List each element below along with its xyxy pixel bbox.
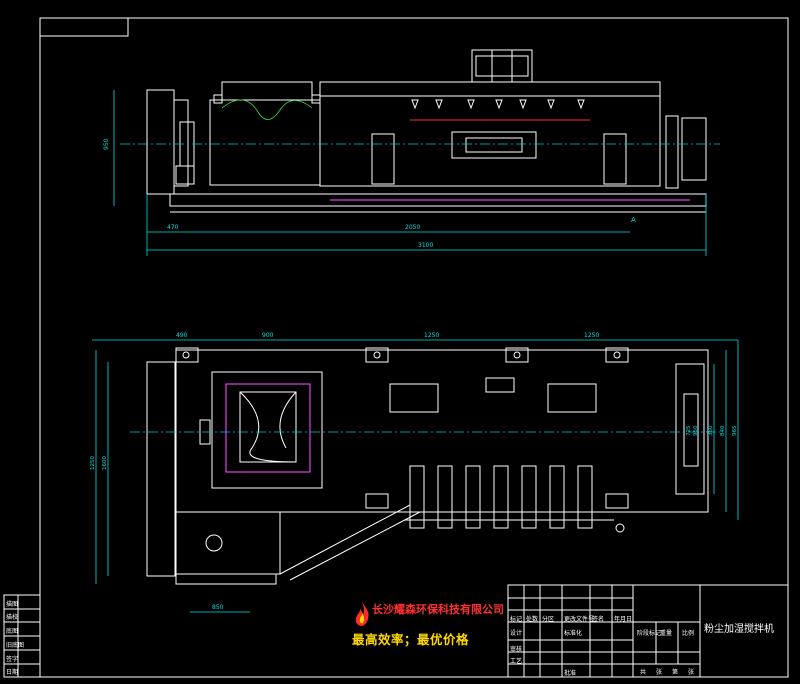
tb-scale: 比例 [682, 630, 695, 637]
left-col-old-base: 旧底图 [6, 642, 25, 649]
left-col-date: 日期 [6, 669, 19, 676]
dim-right-5: 965 [732, 425, 738, 436]
tb-approve: 批准 [564, 670, 577, 677]
tb-col-zone: 分区 [542, 616, 555, 623]
tb-col-count: 处数 [526, 616, 539, 623]
dim-left-2: 1600 [102, 456, 108, 470]
tb-weight: 重量 [660, 630, 673, 637]
dim-bottom-1: 850 [212, 604, 224, 611]
tb-row-process: 工艺 [510, 658, 523, 665]
dim-left-1: 1250 [90, 456, 96, 470]
drawing-title: 粉尘加湿搅拌机 [704, 624, 774, 635]
section-marker: A [631, 216, 636, 224]
left-col-trace: 描图 [6, 601, 19, 608]
dim-right-1: 725 [686, 425, 692, 436]
dim-overall-length: 3100 [418, 242, 433, 249]
tb-sheet-unit-2: 张 [688, 669, 695, 676]
left-col-sign: 签字 [6, 656, 19, 663]
dim-height: 950 [103, 138, 110, 150]
dim-top-3: 1250 [424, 332, 439, 339]
tb-sheet-total: 共 [640, 669, 647, 676]
company-branding: 长沙耀森环保科技有限公司 最高效率；最优价格 [352, 599, 504, 651]
tb-col-date: 年月日 [614, 616, 633, 623]
tb-std: 标准化 [564, 630, 583, 637]
dim-span-2: 2050 [405, 224, 420, 231]
left-col-check: 描校 [6, 614, 19, 621]
elevation-view [113, 49, 720, 256]
dim-top-4: 1250 [584, 332, 599, 339]
dim-right-4: 840 [720, 425, 726, 436]
dim-span-1: 470 [167, 224, 179, 231]
tb-col-docno: 更改文件号 [564, 616, 595, 623]
tb-col-mark: 标记 [510, 616, 523, 623]
plan-view [92, 339, 739, 613]
company-slogan: 最高效率；最优价格 [352, 632, 470, 647]
tb-sheet-no: 第 [672, 669, 679, 676]
dim-top-1: 490 [176, 332, 188, 339]
tb-col-sign: 签名 [592, 616, 605, 623]
dim-top-2: 900 [262, 332, 274, 339]
tb-stage: 阶段标记 [637, 630, 662, 637]
left-col-base: 底图 [6, 628, 19, 635]
tb-row-design: 设计 [510, 630, 523, 637]
flame-logo-icon [355, 602, 369, 626]
sheet-border [3, 17, 789, 678]
company-name: 长沙耀森环保科技有限公司 [372, 603, 504, 616]
tb-sheet-unit-1: 张 [656, 669, 663, 676]
title-block [4, 584, 789, 678]
dim-right-3: 360 [708, 425, 714, 436]
tb-row-review: 审核 [510, 646, 523, 653]
dim-right-2: 950 [693, 425, 699, 436]
